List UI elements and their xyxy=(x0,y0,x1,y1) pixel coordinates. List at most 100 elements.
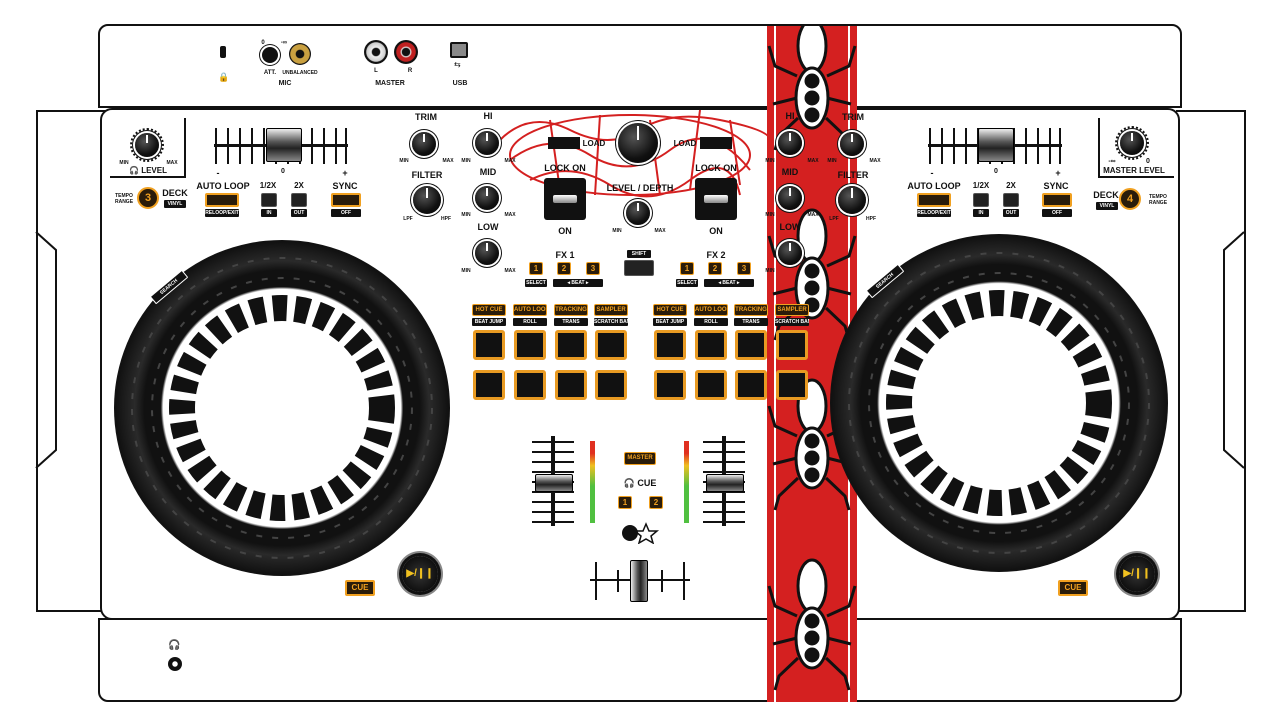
left-pitch-fader-cap[interactable] xyxy=(266,128,302,162)
left-pad-mode-tracking[interactable]: TRACKING xyxy=(554,304,588,316)
crossfader-cap[interactable] xyxy=(630,560,648,602)
left-in-label: IN xyxy=(261,209,277,217)
brand-logo-icon xyxy=(622,522,660,544)
master-cue-button[interactable]: MASTER xyxy=(624,452,656,465)
cue-1-button[interactable]: 1 xyxy=(618,496,632,509)
fx1-button-3[interactable]: 3 xyxy=(586,262,600,275)
left-pad-6[interactable] xyxy=(514,370,546,400)
left-pad-7[interactable] xyxy=(555,370,587,400)
left-double-button[interactable] xyxy=(291,193,307,207)
right-half-button[interactable] xyxy=(973,193,989,207)
left-pad-1[interactable] xyxy=(473,330,505,360)
left-auto-loop-button[interactable] xyxy=(205,193,239,207)
fx1-button-2[interactable]: 2 xyxy=(557,262,571,275)
left-deck-switch-button[interactable]: 3 xyxy=(137,187,159,209)
right-cue-button[interactable]: CUE xyxy=(1058,580,1088,596)
right-pitch-zero: 0 xyxy=(994,168,998,175)
fx1-button-1[interactable]: 1 xyxy=(529,262,543,275)
left-pad-3[interactable] xyxy=(555,330,587,360)
ch2-mid-knob[interactable] xyxy=(778,186,802,210)
ch2-hi-knob[interactable] xyxy=(778,131,802,155)
left-pad-sub-trans: TRANS xyxy=(554,318,588,326)
left-vinyl-button[interactable]: VINYL xyxy=(164,200,186,208)
master-l-jack[interactable] xyxy=(364,40,388,64)
browse-knob[interactable] xyxy=(618,123,658,163)
ch2-filter-knob[interactable] xyxy=(838,186,866,214)
right-auto-loop-button[interactable] xyxy=(917,193,951,207)
left-pad-sub-beat-jump: BEAT JUMP xyxy=(472,318,506,326)
lock-icon: 🔒 xyxy=(218,72,230,82)
ch1-trim-label: TRIM xyxy=(415,112,437,122)
left-pad-4[interactable] xyxy=(595,330,627,360)
fx2-label: FX 2 xyxy=(706,250,726,260)
fx2-button-1[interactable]: 1 xyxy=(680,262,694,275)
ch2-volume-fader-cap[interactable] xyxy=(706,474,744,492)
right-pad-2[interactable] xyxy=(695,330,727,360)
left-pad-mode-hot-cue[interactable]: HOT CUE xyxy=(472,304,506,316)
master-r-label: R xyxy=(407,68,413,74)
right-sync-button[interactable] xyxy=(1042,193,1072,207)
level-depth-label: LEVEL / DEPTH xyxy=(606,183,674,193)
ch2-trim-knob[interactable] xyxy=(840,132,864,156)
right-pad-1[interactable] xyxy=(654,330,686,360)
ch1-volume-fader-cap[interactable] xyxy=(535,474,573,492)
left-half-button[interactable] xyxy=(261,193,277,207)
right-pad-8[interactable] xyxy=(776,370,808,400)
left-pad-mode-sampler[interactable]: SAMPLER xyxy=(594,304,628,316)
left-tempo-label-2: RANGE xyxy=(114,199,134,205)
right-pad-mode-auto-loop[interactable]: AUTO LOOP xyxy=(694,304,728,316)
master-level-knob[interactable] xyxy=(1120,131,1144,155)
left-play-pause-button[interactable]: ▶/❙❙ xyxy=(402,556,438,592)
right-pad-mode-tracking[interactable]: TRACKING xyxy=(734,304,768,316)
left-pad-5[interactable] xyxy=(473,370,505,400)
right-pad-mode-sampler[interactable]: SAMPLER xyxy=(775,304,809,316)
ch1-low-knob[interactable] xyxy=(475,241,499,265)
right-double-button[interactable] xyxy=(1003,193,1019,207)
right-vinyl-button[interactable]: VINYL xyxy=(1096,202,1118,210)
ch1-hi-knob[interactable] xyxy=(475,131,499,155)
headphone-output-jack[interactable] xyxy=(168,657,182,671)
ch1-trim-knob[interactable] xyxy=(412,132,436,156)
ch2-low-knob[interactable] xyxy=(778,241,802,265)
right-pad-5[interactable] xyxy=(654,370,686,400)
usb-port[interactable] xyxy=(450,42,468,58)
right-side-wing xyxy=(1176,110,1246,612)
left-sync-button[interactable] xyxy=(331,193,361,207)
right-deck-label: DECK xyxy=(1093,190,1119,200)
left-pad-2[interactable] xyxy=(514,330,546,360)
right-pad-7[interactable] xyxy=(735,370,767,400)
right-pad-6[interactable] xyxy=(695,370,727,400)
mic-att-knob[interactable] xyxy=(262,47,278,63)
lock-on-a-button[interactable] xyxy=(544,178,586,220)
load-a-button[interactable] xyxy=(548,137,580,149)
lock-on-b-button[interactable] xyxy=(695,178,737,220)
left-level-label: 🎧 LEVEL xyxy=(129,166,167,175)
power-switch[interactable] xyxy=(220,46,226,58)
right-deck-switch-button[interactable]: 4 xyxy=(1119,188,1141,210)
load-b-button[interactable] xyxy=(700,137,732,149)
right-pad-3[interactable] xyxy=(735,330,767,360)
left-pad-mode-auto-loop[interactable]: AUTO LOOP xyxy=(513,304,547,316)
right-play-pause-button[interactable]: ▶/❙❙ xyxy=(1119,556,1155,592)
shift-button[interactable] xyxy=(624,260,654,276)
right-pad-mode-hot-cue[interactable]: HOT CUE xyxy=(653,304,687,316)
left-cue-button[interactable]: CUE xyxy=(345,580,375,596)
ch1-mid-knob[interactable] xyxy=(475,186,499,210)
master-level-label: MASTER LEVEL xyxy=(1103,166,1165,175)
left-pad-8[interactable] xyxy=(595,370,627,400)
right-pad-4[interactable] xyxy=(776,330,808,360)
ch1-filter-knob[interactable] xyxy=(413,186,441,214)
ch1-trim-max: MAX xyxy=(442,158,454,164)
left-level-knob-ticks xyxy=(130,128,164,162)
left-level-knob[interactable] xyxy=(135,133,159,157)
right-pad-sub-scratch-bank: SCRATCH BANK xyxy=(775,318,809,326)
level-depth-knob[interactable] xyxy=(626,201,650,225)
right-pitch-fader-cap[interactable] xyxy=(978,128,1014,162)
master-r-jack[interactable] xyxy=(394,40,418,64)
fx2-button-2[interactable]: 2 xyxy=(708,262,722,275)
fx2-button-3[interactable]: 3 xyxy=(737,262,751,275)
left-double-label: 2X xyxy=(294,181,304,190)
cue-2-button[interactable]: 2 xyxy=(649,496,663,509)
mic-input-jack[interactable] xyxy=(289,43,311,65)
